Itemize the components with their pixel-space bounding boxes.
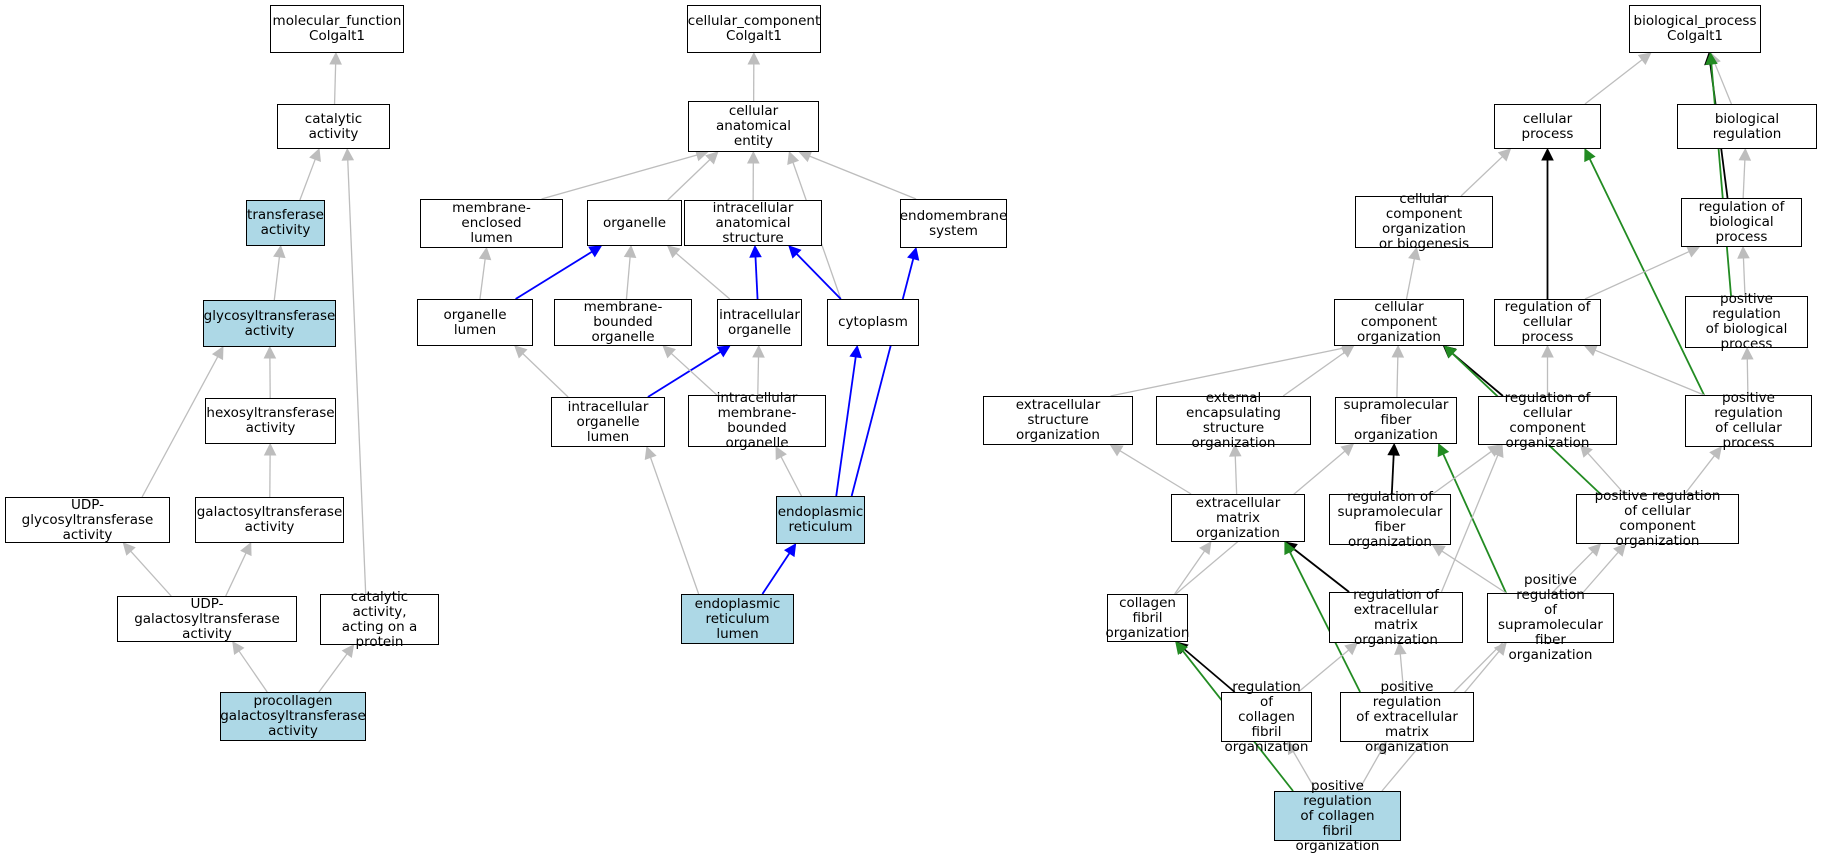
go-term-node[interactable]: regulation of supramolecular fiber organ…	[1329, 494, 1451, 545]
go-term-node[interactable]: collagen fibril organization	[1107, 594, 1188, 642]
go-term-node[interactable]: intracellular organelle	[717, 299, 802, 346]
go-term-node[interactable]: molecular_function Colgalt1	[270, 5, 404, 53]
go-term-node[interactable]: galactosyltransferase activity	[195, 497, 344, 543]
go-term-node[interactable]: regulation of collagen fibril organizati…	[1221, 692, 1312, 742]
go-term-node[interactable]: transferase activity	[246, 200, 325, 246]
go-term-node[interactable]: endoplasmic reticulum	[776, 496, 865, 544]
go-term-node[interactable]: biological_process Colgalt1	[1629, 5, 1761, 53]
go-term-node[interactable]: biological regulation	[1677, 104, 1817, 149]
go-term-node[interactable]: positive regulation of collagen fibril o…	[1274, 791, 1401, 841]
go-term-node[interactable]: cellular component organization or bioge…	[1355, 196, 1493, 248]
go-term-node[interactable]: supramolecular fiber organization	[1335, 397, 1457, 444]
go-term-node[interactable]: intracellular anatomical structure	[684, 200, 822, 246]
go-term-node[interactable]: endoplasmic reticulum lumen	[681, 594, 794, 644]
go-term-node[interactable]: intracellular membrane-bounded organelle	[688, 395, 826, 447]
go-term-node[interactable]: membrane-bounded organelle	[554, 299, 692, 346]
go-term-node[interactable]: intracellular organelle lumen	[551, 397, 665, 447]
go-term-node[interactable]: cytoplasm	[827, 299, 919, 346]
go-term-node[interactable]: UDP-galactosyltransferase activity	[117, 596, 297, 642]
go-term-node[interactable]: positive regulation of cellular componen…	[1576, 494, 1739, 544]
go-term-node[interactable]: regulation of biological process	[1681, 198, 1802, 247]
go-term-node[interactable]: extracellular structure organization	[983, 396, 1133, 445]
go-term-node[interactable]: procollagen galactosyltransferase activi…	[220, 692, 366, 741]
go-term-node[interactable]: UDP-glycosyltransferase activity	[5, 497, 170, 543]
go-term-node[interactable]: cellular anatomical entity	[688, 101, 819, 152]
go-term-node[interactable]: cellular_component Colgalt1	[687, 5, 821, 53]
go-term-node[interactable]: regulation of cellular process	[1494, 299, 1601, 346]
go-term-node[interactable]: hexosyltransferase activity	[205, 398, 336, 444]
go-term-node[interactable]: membrane-enclosed lumen	[420, 199, 563, 248]
go-term-node[interactable]: endomembrane system	[900, 199, 1007, 248]
go-term-node[interactable]: catalytic activity	[277, 104, 390, 149]
go-term-node[interactable]: organelle	[587, 200, 682, 246]
go-term-node[interactable]: extracellular matrix organization	[1171, 494, 1305, 542]
go-term-node[interactable]: external encapsulating structure organiz…	[1156, 396, 1311, 445]
go-term-node[interactable]: regulation of extracellular matrix organ…	[1329, 592, 1463, 643]
go-term-node[interactable]: regulation of cellular component organiz…	[1478, 396, 1617, 445]
go-term-node[interactable]: glycosyltransferase activity	[203, 300, 336, 347]
go-term-node[interactable]: positive regulation of extracellular mat…	[1340, 692, 1474, 742]
go-term-node[interactable]: cellular component organization	[1334, 299, 1464, 346]
go-term-node[interactable]: catalytic activity, acting on a protein	[320, 594, 439, 645]
go-term-node[interactable]: positive regulation of cellular process	[1685, 395, 1812, 447]
go-term-node[interactable]: positive regulation of supramolecular fi…	[1487, 593, 1614, 643]
go-term-node[interactable]: positive regulation of biological proces…	[1685, 296, 1808, 348]
go-term-node[interactable]: cellular process	[1494, 104, 1601, 149]
go-term-node[interactable]: organelle lumen	[417, 299, 533, 346]
